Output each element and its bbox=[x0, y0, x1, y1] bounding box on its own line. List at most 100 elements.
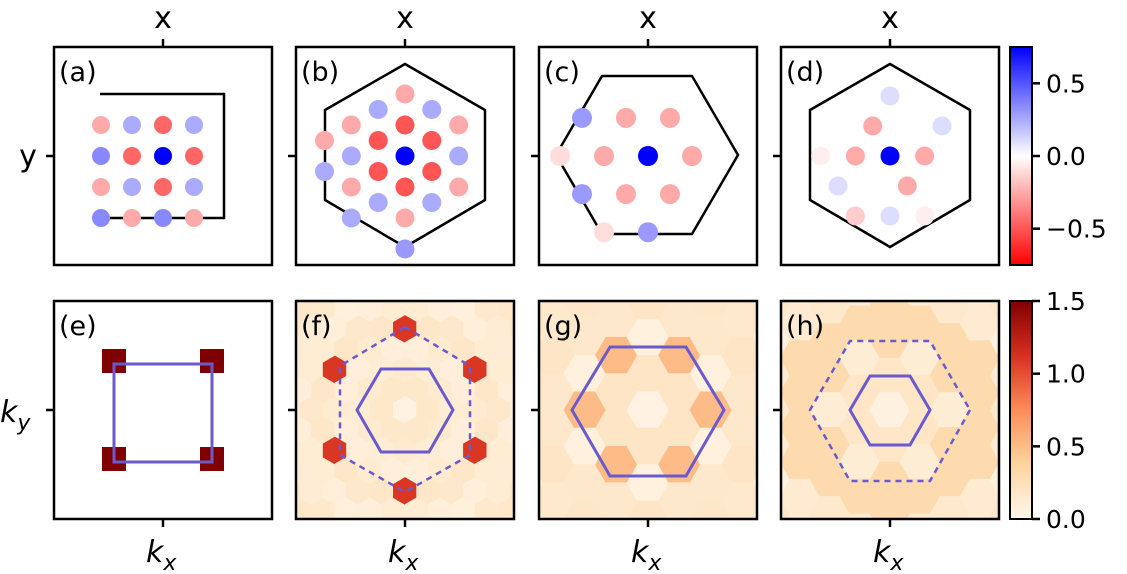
dot-b-1 bbox=[395, 115, 415, 135]
heat-cell-f bbox=[369, 315, 394, 343]
heat-cell-f bbox=[474, 456, 499, 485]
svg-text:kx: kx bbox=[873, 535, 904, 574]
cbar-tick-label: 0.5 bbox=[1046, 432, 1086, 461]
heat-cell-g bbox=[731, 301, 754, 302]
heat-cell-f bbox=[486, 315, 511, 343]
heat-cell-g bbox=[689, 427, 733, 465]
heat-cell-f bbox=[311, 301, 336, 323]
heat-cell-h bbox=[839, 444, 881, 480]
heat-cell-g bbox=[668, 301, 691, 302]
heat-cell-g bbox=[539, 482, 575, 519]
heat-cell-h bbox=[929, 323, 971, 359]
dot-d-2 bbox=[845, 146, 865, 166]
heat-cell-f bbox=[322, 477, 347, 505]
heat-cell-h bbox=[989, 428, 999, 461]
heat-cell-f bbox=[357, 335, 382, 364]
heatmap-panel-e bbox=[102, 349, 224, 471]
dot-b-14 bbox=[368, 100, 388, 119]
heat-cell-g bbox=[689, 391, 733, 429]
dot-d-10 bbox=[915, 206, 935, 226]
dots-panel-a bbox=[92, 116, 203, 227]
dot-b-3 bbox=[422, 131, 442, 150]
heat-cell-f bbox=[346, 477, 371, 505]
dot-d-7 bbox=[828, 176, 848, 196]
heat-cell-h bbox=[959, 340, 999, 376]
heat-cell-f bbox=[311, 375, 336, 404]
heat-cell-h bbox=[809, 461, 851, 497]
colorbar-bottom bbox=[1009, 300, 1033, 520]
heat-cell-f bbox=[393, 477, 417, 505]
heat-cell-g bbox=[563, 500, 607, 519]
heat-cell-g bbox=[689, 355, 733, 393]
heat-cell-g bbox=[721, 336, 757, 374]
dot-d-8 bbox=[880, 206, 900, 226]
heat-cell-f bbox=[276, 275, 300, 303]
heat-cell-h bbox=[870, 254, 911, 289]
dot-a-13 bbox=[185, 209, 203, 227]
heat-cell-h bbox=[989, 497, 999, 519]
colorbar-top-ticks: 0.50.0−0.5 bbox=[1032, 69, 1107, 244]
dot-b-17 bbox=[449, 146, 469, 166]
heat-cell-f bbox=[334, 497, 359, 519]
boundary-d bbox=[808, 62, 972, 249]
heat-cell-h bbox=[869, 496, 911, 519]
heat-cell-f bbox=[416, 315, 441, 343]
heat-cell-h bbox=[781, 444, 821, 480]
dot-b-6 bbox=[368, 162, 388, 181]
heat-cell-g bbox=[658, 409, 701, 447]
heat-cell-f bbox=[346, 436, 371, 465]
heat-cell-f bbox=[486, 396, 511, 424]
dot-a-6 bbox=[123, 116, 141, 134]
dot-b-12 bbox=[341, 177, 361, 197]
heat-cell-f bbox=[393, 396, 417, 424]
heat-cell-f bbox=[264, 416, 288, 444]
heat-cell-f bbox=[439, 436, 464, 465]
heat-cell-f bbox=[379, 301, 385, 303]
heat-cell-g bbox=[721, 409, 757, 447]
heat-cell-f bbox=[474, 375, 499, 404]
heat-cell-h bbox=[809, 392, 851, 428]
heatmap-panel-g bbox=[539, 301, 757, 519]
heat-cell-h bbox=[929, 496, 971, 519]
heat-cell-h bbox=[846, 301, 874, 307]
heat-cell-g bbox=[563, 301, 607, 320]
heat-cell-g bbox=[563, 355, 607, 393]
heat-cell-h bbox=[786, 513, 814, 519]
heat-cell-h bbox=[810, 254, 851, 289]
heat-cell-f bbox=[416, 396, 441, 424]
heat-cell-f bbox=[381, 416, 406, 445]
heat-cell-h bbox=[869, 323, 911, 359]
heat-cell-h bbox=[959, 444, 999, 480]
heat-cell-f bbox=[299, 355, 324, 384]
svg-text:kx: kx bbox=[631, 535, 662, 574]
heat-cell-f bbox=[498, 416, 514, 445]
y-axis-label: y bbox=[19, 139, 37, 174]
dot-c-3 bbox=[660, 107, 680, 128]
heat-cell-g bbox=[539, 373, 575, 411]
tick-marks bbox=[46, 39, 892, 527]
heat-cell-g bbox=[689, 318, 733, 356]
heat-cell-h bbox=[750, 254, 791, 289]
heat-cell-f bbox=[381, 335, 406, 364]
bz-h-inner bbox=[848, 374, 932, 447]
heat-cell-f bbox=[309, 517, 314, 519]
heat-cell-h bbox=[930, 531, 971, 566]
heat-cell-f bbox=[498, 335, 514, 364]
heat-cell-f bbox=[510, 275, 534, 303]
dot-b-18 bbox=[341, 146, 361, 166]
dot-a-2 bbox=[123, 147, 141, 165]
heat-cell-h bbox=[781, 478, 821, 515]
heat-cell-g bbox=[539, 409, 575, 447]
heat-cell-h bbox=[906, 301, 934, 307]
heat-cell-h bbox=[781, 305, 821, 342]
dot-c-1 bbox=[682, 146, 702, 166]
heat-cell-h bbox=[781, 359, 791, 392]
dot-b-4 bbox=[368, 131, 388, 150]
heat-cell-h bbox=[781, 428, 791, 461]
heat-cell-h bbox=[781, 409, 821, 445]
heat-cell-h bbox=[846, 513, 874, 519]
heat-cell-g bbox=[605, 301, 628, 302]
heat-cell-h bbox=[929, 461, 971, 497]
heat-cell-f bbox=[449, 301, 455, 303]
